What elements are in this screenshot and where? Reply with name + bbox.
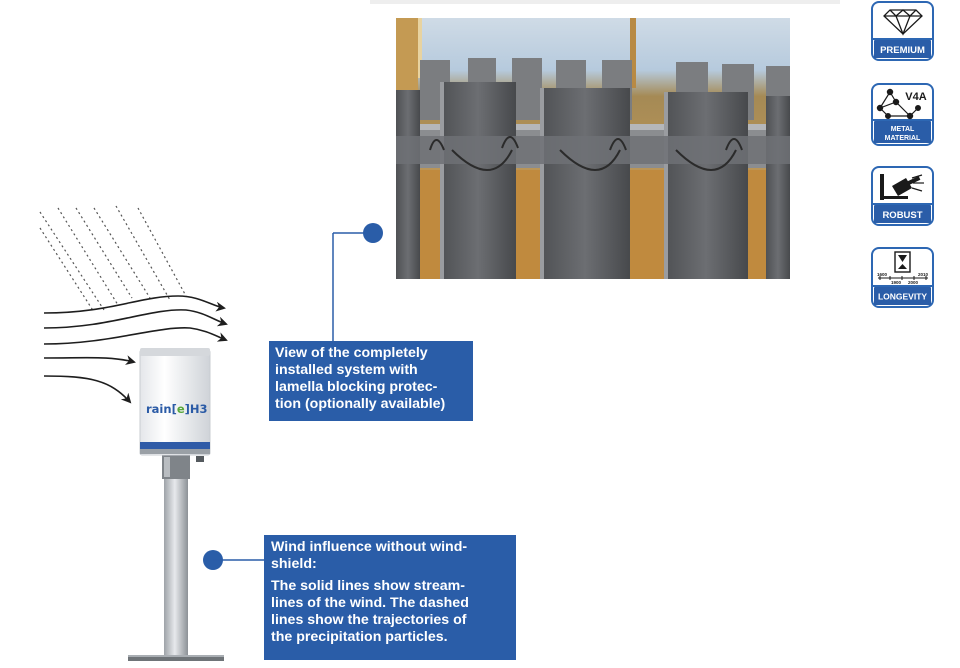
wind-caption-callout: Wind influence without wind- shield: The… bbox=[264, 535, 516, 660]
year-2000: 2000 bbox=[908, 280, 919, 285]
year-1900: 1900 bbox=[891, 280, 902, 285]
wind-caption-body-line: the precipitation particles. bbox=[271, 629, 448, 645]
wind-caption-body-line: lines show the trajectories of bbox=[271, 612, 467, 628]
badge-metal-material: V4A METAL MATERIAL bbox=[871, 83, 934, 146]
year-2010: 2010 bbox=[918, 272, 929, 277]
year-1600: 1600 bbox=[877, 272, 888, 277]
svg-text:PREMIUM: PREMIUM bbox=[880, 45, 925, 56]
svg-text:LONGEVITY: LONGEVITY bbox=[878, 292, 927, 302]
badge-robust: ROBUST bbox=[871, 166, 934, 226]
photo-caption-line: tion (optionally available) bbox=[275, 396, 446, 412]
svg-text:MATERIAL: MATERIAL bbox=[885, 135, 921, 142]
photo-caption-line: lamella blocking protec- bbox=[275, 379, 438, 395]
svg-text:ROBUST: ROBUST bbox=[882, 210, 922, 221]
rain-sensor-on-pole: rain[e]H3 bbox=[128, 348, 224, 661]
wind-callout-connector bbox=[203, 550, 265, 570]
top-faint-bar bbox=[370, 0, 840, 4]
wind-caption-body-line: The solid lines show stream- bbox=[271, 578, 465, 594]
diamond-icon bbox=[883, 9, 923, 36]
hammer-wall-icon bbox=[880, 174, 924, 200]
photo-caption-callout: View of the completely installed system … bbox=[269, 341, 473, 421]
v4a-mark: V4A bbox=[905, 91, 926, 103]
wind-caption-body-line: lines of the wind. The dashed bbox=[271, 595, 469, 611]
pole bbox=[164, 478, 188, 655]
wind-streamlines bbox=[43, 295, 228, 404]
photo-caption-line: View of the completely bbox=[275, 345, 428, 361]
photo-callout-connector bbox=[332, 223, 383, 343]
wind-caption-title-line: Wind influence without wind- bbox=[271, 539, 468, 555]
sensor-brand: rain[e]H3 bbox=[146, 402, 208, 416]
base-plate bbox=[128, 655, 224, 661]
badge-premium: PREMIUM bbox=[871, 1, 934, 61]
hourglass-timeline-icon bbox=[878, 251, 928, 280]
v4a-molecule-icon bbox=[876, 88, 921, 120]
photo-caption-line: installed system with bbox=[275, 362, 418, 378]
precipitation-trajectories bbox=[39, 205, 187, 313]
sensor-stripe bbox=[140, 442, 210, 449]
badge-longevity: 1600 2010 1900 2000 LONGEVITY bbox=[871, 247, 934, 308]
svg-text:METAL: METAL bbox=[891, 126, 915, 133]
lamella-photo bbox=[396, 18, 790, 279]
wind-caption-title-line: shield: bbox=[271, 556, 317, 572]
